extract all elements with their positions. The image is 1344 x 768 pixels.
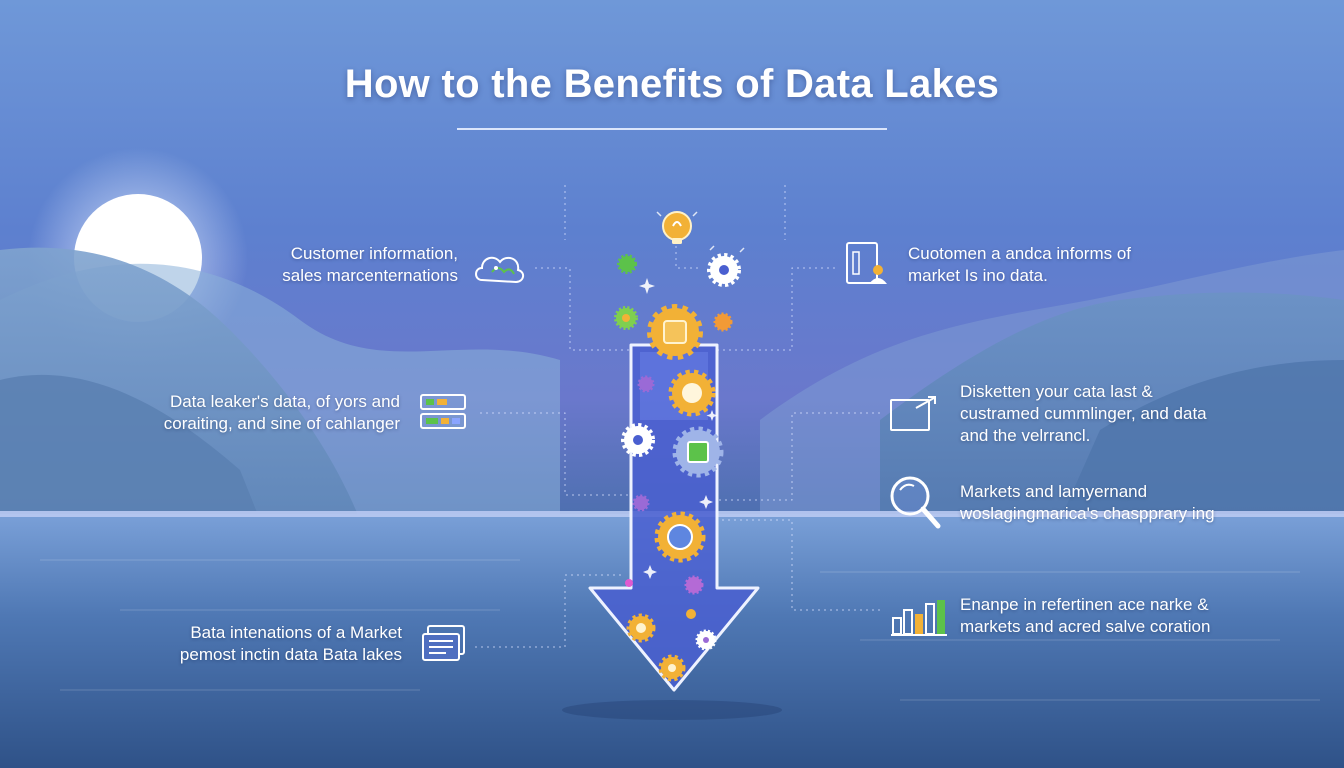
gear-purple-small [625, 375, 717, 651]
foot-hill-right [1060, 360, 1344, 520]
arrow-reflection [562, 700, 782, 720]
gear-orange-dot [713, 312, 733, 332]
page-title: How to the Benefits of Data Lakes [344, 62, 1000, 106]
gear-large-top [647, 304, 703, 360]
sparkles [639, 278, 718, 579]
foot-hill-left [0, 374, 260, 520]
board-arrow-icon [890, 396, 936, 431]
benefit-label-right-2: Disketten your cata last & custramed cum… [960, 382, 1207, 445]
document-stack-icon [422, 625, 465, 661]
gear-green-left [614, 306, 638, 330]
benefit-label-left-1: Customer information, sales marcenternat… [282, 244, 458, 285]
report-user-icon [846, 242, 887, 284]
benefit-label-right-4: Enanpe in refertinen ace narke & markets… [960, 595, 1211, 636]
magnifier-icon [890, 476, 941, 529]
benefit-label-right-1: Cuotomen a andca informs of market Is in… [908, 244, 1132, 285]
gear-blue-mid [672, 426, 724, 478]
benefit-label-left-2: Data leaker's data, of yors and coraitin… [163, 392, 400, 433]
connector-lines [475, 185, 880, 648]
gear-gold-lower [654, 511, 706, 563]
cloud-brain-icon [475, 256, 524, 284]
server-rack-icon [420, 394, 466, 429]
benefit-label-right-3: Markets and lamyernand woslagingmarica's… [960, 482, 1215, 523]
gear-gold-mid [668, 369, 716, 417]
benefit-label-left-3: Bata intenations of a Market pemost inct… [179, 623, 402, 664]
gear-gold-bottom-left [626, 613, 656, 643]
gear-gold-bottom [658, 654, 686, 682]
title-divider [457, 128, 887, 130]
gear-white-top-right [707, 253, 741, 287]
gear-white-left [621, 423, 655, 457]
bar-chart-icon [891, 600, 947, 636]
lightbulb-icon [656, 211, 745, 253]
gear-green-small [617, 254, 637, 274]
